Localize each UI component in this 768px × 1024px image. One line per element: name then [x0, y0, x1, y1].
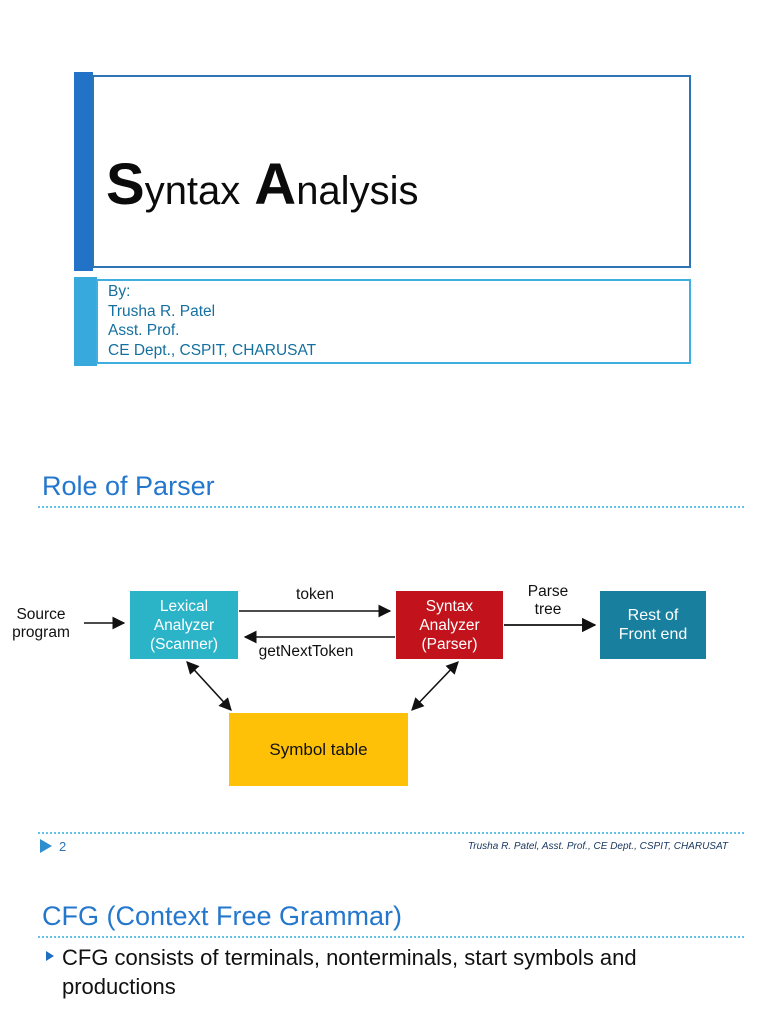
token-label: token — [296, 586, 334, 603]
title-slide-frame — [92, 75, 691, 268]
get-next-token-label: getNextToken — [258, 643, 354, 660]
heading-divider-cfg — [38, 936, 744, 938]
byline-frame — [96, 279, 691, 364]
lexical-line3: (Scanner) — [149, 635, 219, 653]
lexical-analyzer-box: Lexical Analyzer (Scanner) — [130, 591, 238, 659]
diagram-arrows — [84, 604, 597, 711]
syntax-line2: Analyzer — [419, 616, 480, 634]
title-initial-s: S — [106, 152, 145, 217]
syntax-analyzer-box: Syntax Analyzer (Parser) — [396, 591, 503, 659]
symbol-table-box: Symbol table — [229, 713, 408, 786]
heading-divider — [38, 506, 744, 508]
bullet-triangle-icon — [46, 951, 54, 961]
byline: By: Trusha R. Patel Asst. Prof. CE Dept.… — [108, 282, 608, 360]
lexical-line2: Analyzer — [153, 616, 215, 634]
syntax-line3: (Parser) — [421, 635, 478, 653]
slide-heading-cfg: CFG (Context Free Grammar) — [42, 901, 403, 931]
parse-tree-label: Parse tree — [513, 583, 583, 619]
source-label-line1: Source — [16, 606, 66, 623]
slide-heading-role-of-parser: Role of Parser — [42, 471, 215, 501]
title-initial-a: A — [254, 152, 297, 217]
rest-of-front-end-box: Rest of Front end — [600, 591, 706, 659]
parse-tree-line2: tree — [534, 601, 562, 618]
page-number-triangle-icon — [40, 839, 52, 853]
title-word1-rest: yntax — [144, 169, 241, 213]
byline-line-by: By: — [108, 283, 131, 300]
byline-line-name: Trusha R. Patel — [108, 302, 216, 320]
footer-divider — [38, 832, 744, 834]
byline-line-role: Asst. Prof. — [108, 322, 180, 339]
symbol-table-label: Symbol table — [269, 740, 368, 759]
syntax-line1: Syntax — [425, 597, 474, 615]
parse-tree-line1: Parse — [527, 583, 569, 600]
rest-line1: Rest of — [627, 607, 679, 624]
byline-accent-bar — [74, 277, 97, 366]
title-word2-rest: nalysis — [296, 169, 419, 213]
source-program-label: Source program — [2, 606, 80, 642]
byline-line-dept: CE Dept., CSPIT, CHARUSAT — [108, 341, 317, 359]
rest-line2: Front end — [618, 626, 688, 643]
parser-diagram: Source program Lexical Analyzer (Scanner… — [0, 560, 768, 810]
arrow-lexical-symbol-table — [186, 661, 232, 711]
footer-attribution: Trusha R. Patel, Asst. Prof., CE Dept., … — [467, 841, 728, 852]
cfg-bullet-text: CFG consists of terminals, nonterminals,… — [62, 945, 637, 999]
title-slide-accent-bar — [74, 72, 93, 271]
page-number: 2 — [59, 839, 67, 854]
source-label-line2: program — [12, 624, 70, 641]
lexical-line1: Lexical — [159, 597, 209, 615]
arrow-syntax-symbol-table — [411, 661, 459, 711]
